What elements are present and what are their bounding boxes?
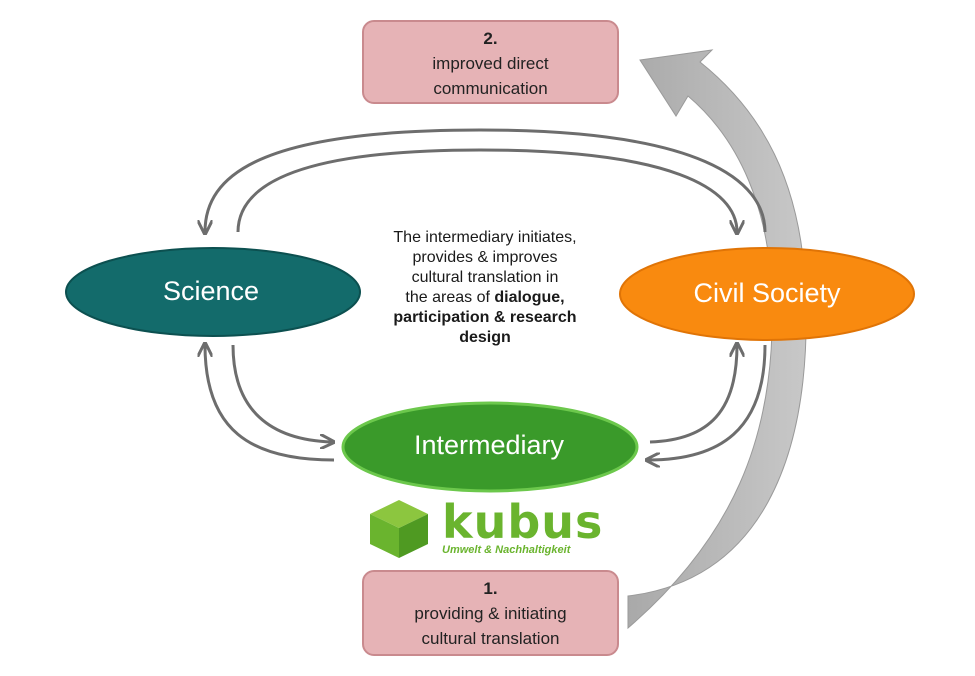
box-top-line1: improved direct bbox=[432, 54, 549, 73]
civil-society-label: Civil Society bbox=[693, 278, 841, 308]
center-line-5: participation & research bbox=[350, 308, 620, 328]
box-cultural-translation: 1. providing & initiating cultural trans… bbox=[362, 570, 619, 656]
center-line-4-bold: dialogue, bbox=[494, 289, 565, 306]
civil-society-node bbox=[619, 247, 915, 341]
box-improved-communication: 2. improved direct communication bbox=[362, 20, 619, 104]
arrow-intermediary-to-civil bbox=[649, 345, 737, 444]
arrow-science-to-civil-top bbox=[236, 148, 737, 232]
big-feedback-arrow bbox=[627, 49, 807, 630]
kubus-logo: kubus Umwelt & Nachhaltigkeit bbox=[362, 496, 602, 562]
box-top-number: 2. bbox=[483, 29, 498, 48]
center-description: The intermediary initiates, provides & i… bbox=[350, 228, 620, 348]
center-line-6-bold: design bbox=[459, 329, 511, 346]
arrow-civil-to-intermediary bbox=[648, 344, 767, 460]
cube-icon bbox=[370, 500, 428, 558]
center-line-6: design bbox=[350, 328, 620, 348]
center-line-5-bold: participation & research bbox=[393, 309, 577, 326]
arrow-science-to-intermediary bbox=[231, 344, 332, 442]
box-bottom-line1: providing & initiating bbox=[414, 604, 567, 623]
science-label: Science bbox=[162, 276, 260, 306]
science-node bbox=[65, 247, 361, 337]
arrow-intermediary-to-science bbox=[205, 345, 335, 462]
center-line-2: provides & improves bbox=[412, 249, 558, 266]
box-top-line2: communication bbox=[433, 79, 548, 98]
intermediary-node bbox=[341, 401, 639, 493]
center-line-3: cultural translation in bbox=[411, 269, 559, 286]
box-bottom-number: 1. bbox=[483, 579, 498, 598]
center-line-4: the areas of dialogue, bbox=[350, 288, 620, 308]
intermediary-label: Intermediary bbox=[413, 430, 565, 460]
center-line-4-plain: the areas of bbox=[405, 289, 495, 306]
arrow-civil-to-science-top bbox=[205, 128, 767, 232]
box-bottom-line2: cultural translation bbox=[421, 629, 560, 648]
logo-subtitle: Umwelt & Nachhaltigkeit bbox=[442, 544, 571, 556]
center-line-1: The intermediary initiates, bbox=[393, 229, 577, 246]
logo-word: kubus bbox=[442, 495, 604, 549]
